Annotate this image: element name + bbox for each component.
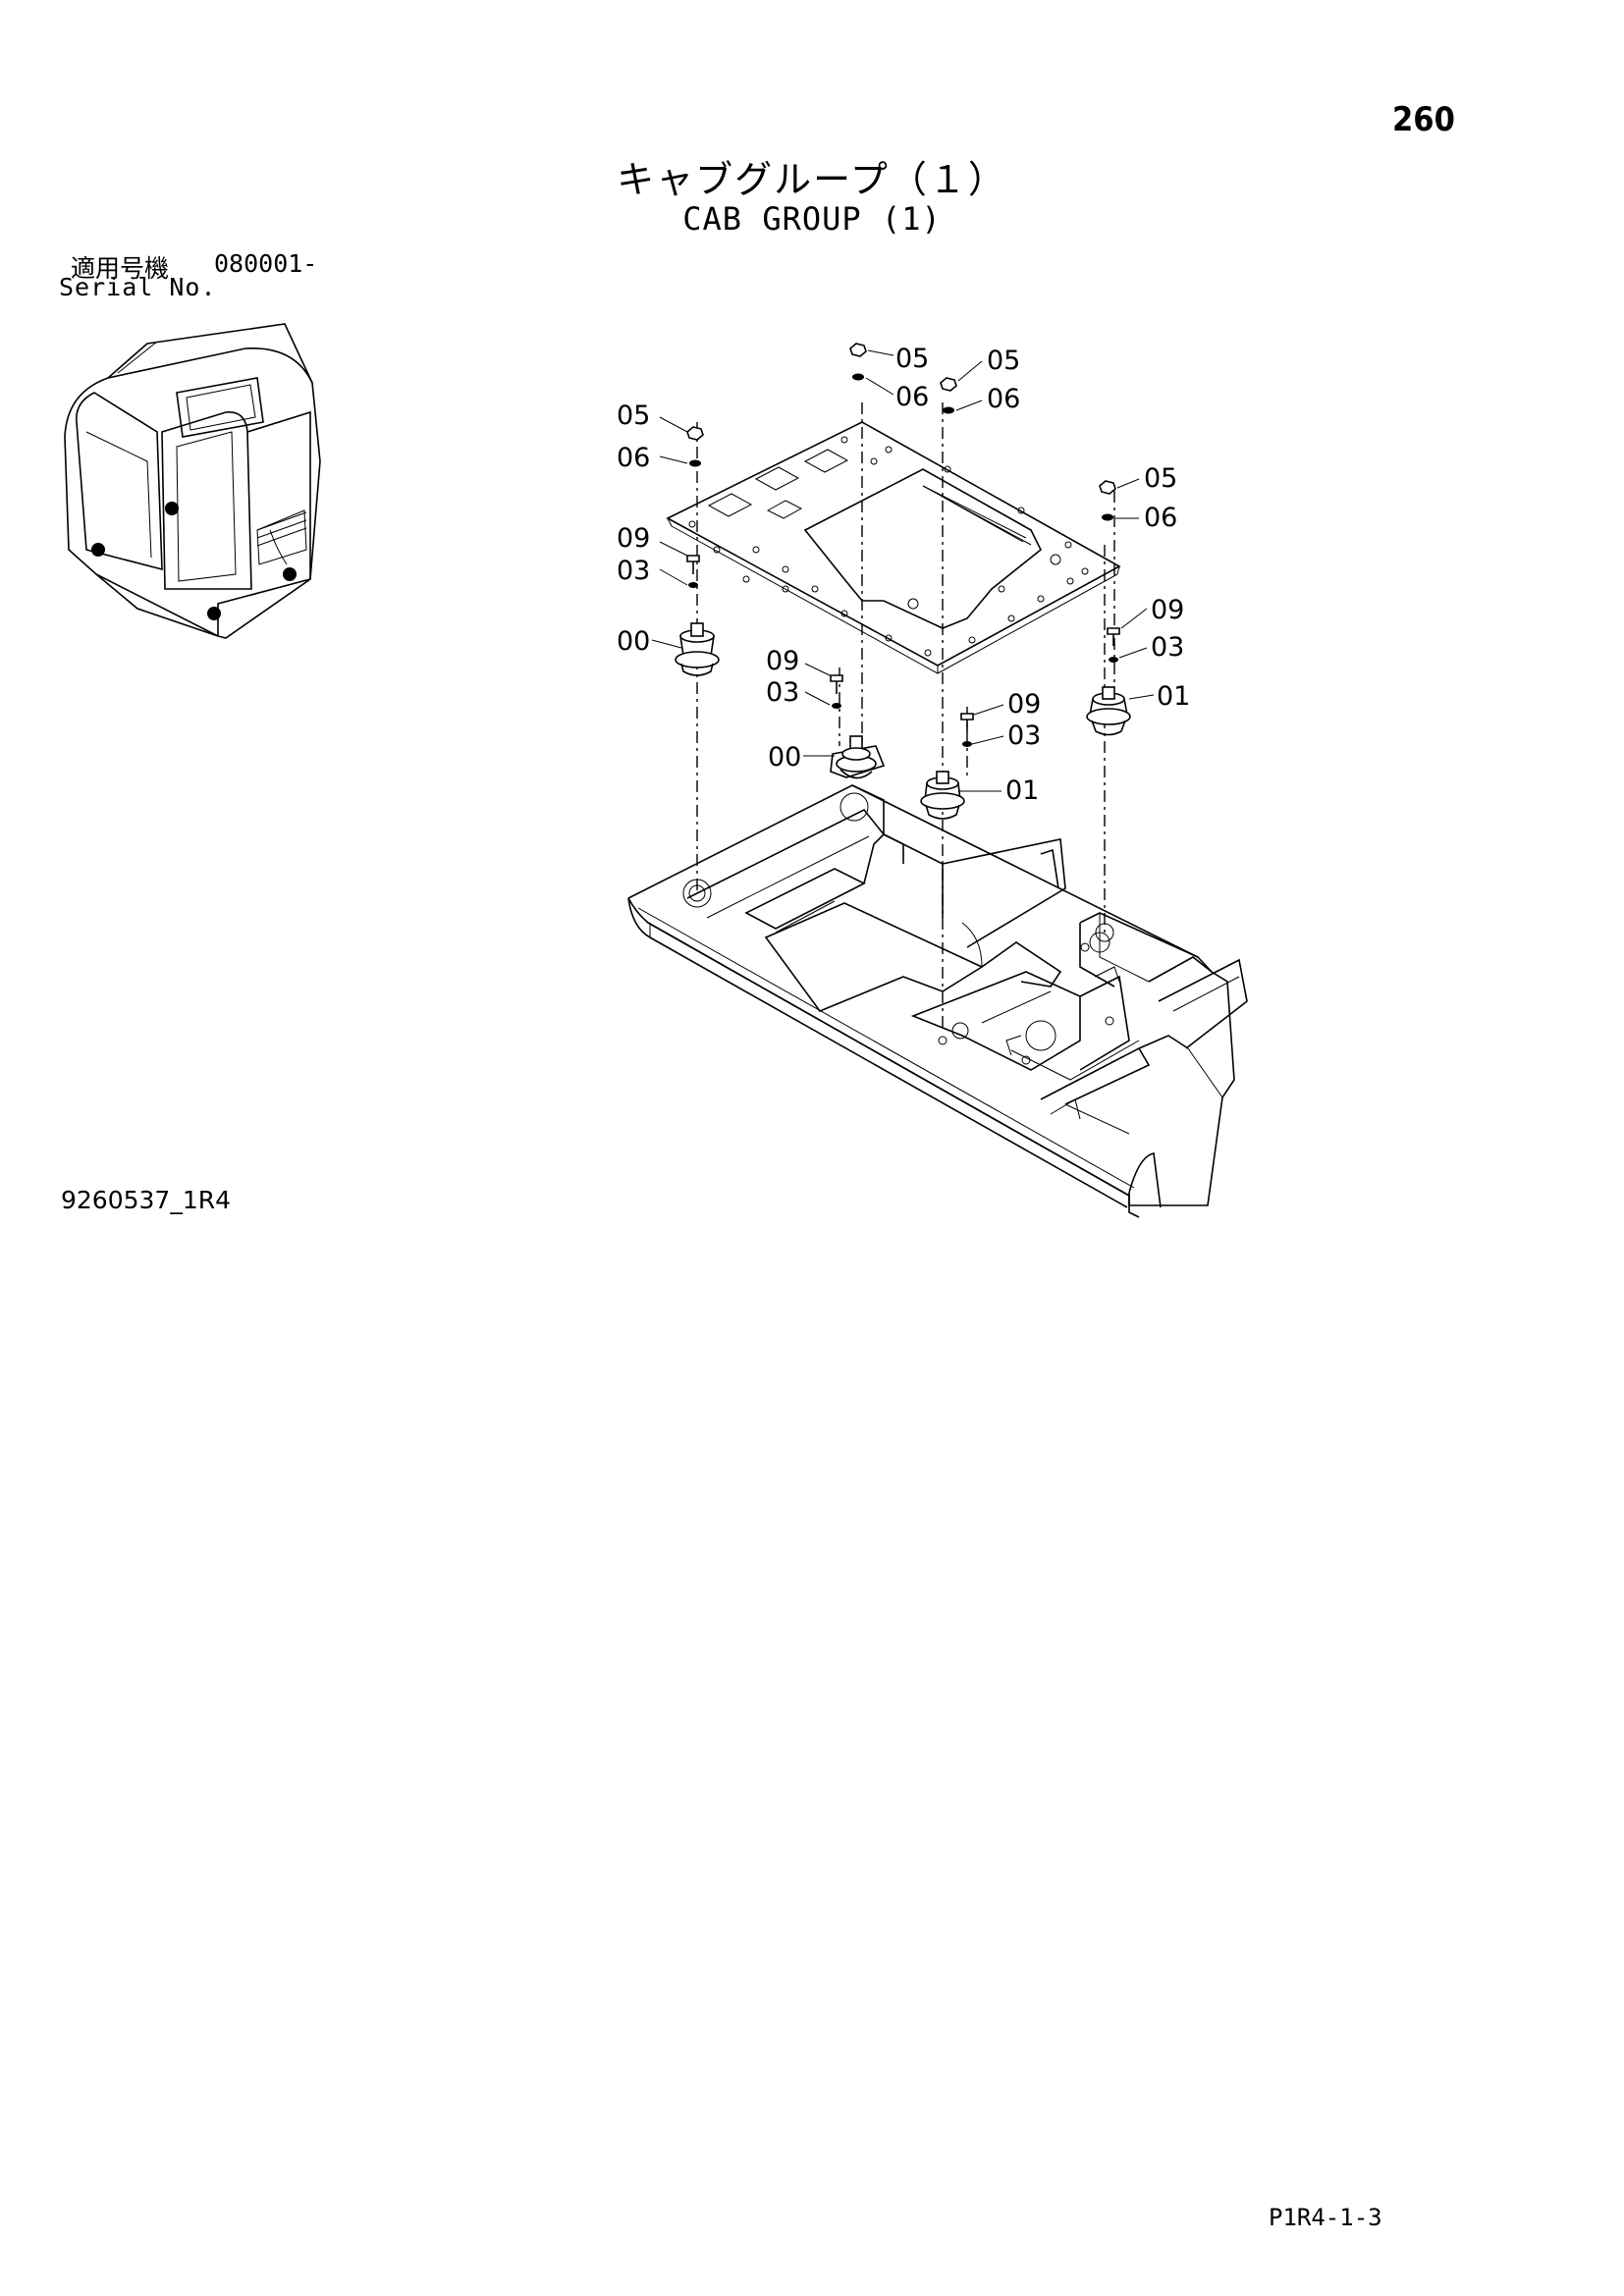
damper-mount-00-center	[830, 735, 886, 779]
callout-05: 05	[895, 344, 929, 374]
page-number: 260	[1392, 100, 1455, 139]
drawing-number: 9260537_1R4	[61, 1186, 232, 1214]
damper-mount-00-left	[675, 622, 720, 676]
callout-09: 09	[1151, 595, 1184, 625]
callout-01: 01	[1157, 681, 1190, 712]
serial-label-english: Serial No.	[59, 273, 217, 301]
serial-label-japanese: 適用号機	[71, 254, 170, 283]
callout-06: 06	[895, 382, 929, 412]
callout-06: 06	[1144, 503, 1177, 533]
serial-number-value: 080001-	[214, 249, 318, 278]
cab-floor-plate	[666, 421, 1121, 674]
callout-05: 05	[1144, 463, 1177, 494]
callout-03: 03	[1151, 632, 1184, 663]
damper-mount-01-center	[920, 771, 965, 820]
cab-mount-dampers	[675, 622, 1131, 820]
page-title-japanese: キャブグループ（１）	[617, 158, 1007, 201]
callout-06: 06	[617, 443, 650, 473]
callout-06: 06	[987, 384, 1020, 414]
callout-09: 09	[766, 646, 799, 676]
callout-01: 01	[1005, 775, 1039, 806]
callout-03: 03	[1007, 721, 1041, 751]
callout-05: 05	[617, 400, 650, 431]
page-title-english: CAB GROUP (1)	[682, 200, 942, 238]
damper-mount-01-right	[1086, 686, 1131, 736]
cab-base-frame	[627, 784, 1248, 1218]
callout-00: 00	[768, 742, 801, 773]
callout-leader-lines	[651, 349, 1155, 792]
assembly-center-lines	[696, 402, 1115, 1031]
callout-03: 03	[766, 677, 799, 708]
fastener-hardware	[686, 343, 1120, 747]
callout-03: 03	[617, 556, 650, 586]
callout-09: 09	[1007, 689, 1041, 720]
cab-location-keymap	[64, 323, 321, 639]
callout-09: 09	[617, 523, 650, 554]
callout-05: 05	[987, 346, 1020, 376]
page-code: P1R4-1-3	[1269, 2204, 1382, 2231]
callout-00: 00	[617, 626, 650, 657]
callout-labels: 05 06 05 06 05 06 09 03 05 06 00 09 03 0…	[617, 344, 1190, 806]
